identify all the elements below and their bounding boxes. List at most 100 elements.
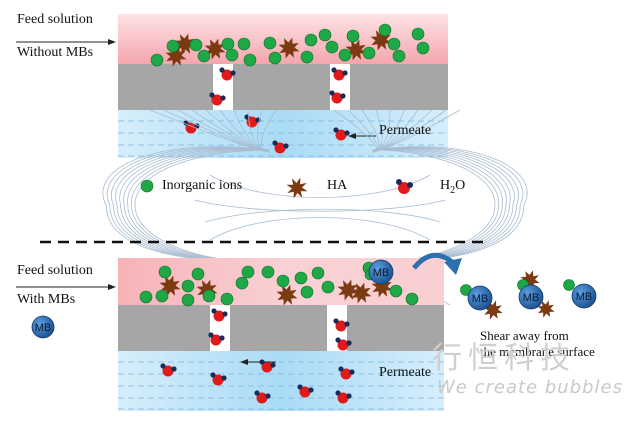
ha-molecule [337, 279, 359, 301]
bottom-permeate-label: Permeate [379, 365, 432, 380]
bottom-water-group [160, 308, 355, 404]
inorganic-ion [181, 293, 195, 307]
inorganic-ion [300, 285, 314, 299]
inorganic-ion [220, 292, 234, 306]
legend-ha-marker [286, 177, 308, 199]
bottom-membrane [118, 305, 444, 351]
microbubble-label: MB [472, 293, 489, 305]
bottom-feed-label: Feed solution [17, 263, 93, 278]
bottom-condition-label: With MBs [17, 292, 76, 307]
inorganic-ion [225, 48, 239, 62]
microbubble-label: MB [373, 267, 390, 279]
inorganic-ion [338, 48, 352, 62]
inorganic-ion [318, 28, 332, 42]
ha-molecule [350, 282, 372, 304]
water-molecule [208, 332, 225, 346]
ha-molecule [370, 29, 392, 51]
inorganic-ion [321, 280, 335, 294]
inorganic-ion [243, 53, 257, 67]
top-condition-label: Without MBs [17, 45, 94, 60]
inorganic-ion [268, 51, 282, 65]
inorganic-ion [158, 265, 172, 279]
inorganic-ion [378, 23, 392, 37]
top-ha-group [165, 29, 392, 67]
inorganic-ion [411, 27, 425, 41]
inorganic-ion [276, 274, 290, 288]
water-molecule [219, 67, 236, 81]
ha-molecule [174, 33, 196, 55]
bottom-ha-group [159, 270, 555, 320]
ha-molecule [165, 45, 187, 67]
inorganic-ion [197, 49, 211, 63]
bottom-panel [16, 252, 575, 411]
inorganic-ion [191, 267, 205, 281]
water-molecule [335, 337, 352, 351]
water-molecule [254, 390, 271, 404]
inorganic-ion [235, 276, 249, 290]
legend [140, 177, 413, 199]
legend-ha-label: HA [327, 178, 348, 193]
top-permeate-label: Permeate [379, 123, 432, 138]
inorganic-ion [389, 284, 403, 298]
microbubble: MB [571, 283, 597, 309]
inorganic-ion [392, 49, 406, 63]
water-molecule [209, 92, 226, 106]
water-molecule [335, 390, 352, 404]
top-ions-group [150, 23, 430, 67]
inorganic-ion [261, 265, 275, 279]
water-molecule [297, 384, 314, 398]
bottom-permeate-lines [118, 361, 444, 410]
inorganic-ion [387, 37, 401, 51]
legend-ion-marker [140, 179, 154, 193]
shear-label-line2: the membrane surface [480, 344, 595, 359]
microbubble-label: MB [523, 292, 540, 304]
top-permeate-arrowhead [348, 133, 356, 139]
inorganic-ion [237, 37, 251, 51]
inorganic-ion [300, 50, 314, 64]
shear-label-line1: Shear away from [480, 328, 569, 343]
inorganic-ion [362, 46, 376, 60]
inorganic-ion [304, 33, 318, 47]
water-molecule [333, 318, 350, 332]
ha-molecule [345, 39, 367, 61]
bottom-ions-group [139, 261, 575, 307]
inorganic-ion [166, 39, 180, 53]
bottom-feed-arrowhead [108, 284, 116, 290]
top-feed-label: Feed solution [17, 12, 93, 27]
inorganic-ion [325, 40, 339, 54]
bottom-permeate-arrowhead [240, 359, 248, 365]
water-molecule [333, 127, 350, 141]
inorganic-ion [139, 290, 153, 304]
inorganic-ion [155, 289, 169, 303]
water-molecule [331, 67, 348, 81]
microbubbles-group: MB MB MB MB MB [31, 259, 597, 339]
top-feed-arrowhead [108, 39, 116, 45]
microbubble-label: MB [576, 291, 593, 303]
ha-molecule [196, 279, 218, 301]
water-molecule [210, 372, 227, 386]
water-symbol-o: O [455, 178, 466, 193]
microbubble: MB [368, 259, 394, 285]
ha-molecule [483, 300, 503, 320]
microbubble: MB [467, 285, 493, 311]
legend-water-label: H2O [440, 178, 465, 196]
water-molecule [211, 308, 228, 322]
inorganic-ion [416, 41, 430, 55]
water-molecule [272, 140, 289, 154]
water-molecule [329, 90, 346, 104]
watermark-chinese: 行恒科技 [432, 341, 576, 376]
microbubble: MB [518, 284, 544, 310]
water-molecule [338, 366, 355, 380]
inorganic-ion [294, 271, 308, 285]
microbubble-label: MB [35, 322, 52, 334]
ha-molecule [204, 38, 226, 60]
inorganic-ion [189, 38, 203, 52]
water-symbol-h: H [440, 178, 451, 193]
inorganic-ion [150, 53, 164, 67]
microbubble: MB [31, 315, 55, 339]
ha-molecule [537, 300, 555, 318]
inorganic-ion [563, 279, 575, 291]
inorganic-ion [346, 29, 360, 43]
ha-molecule [276, 284, 298, 306]
